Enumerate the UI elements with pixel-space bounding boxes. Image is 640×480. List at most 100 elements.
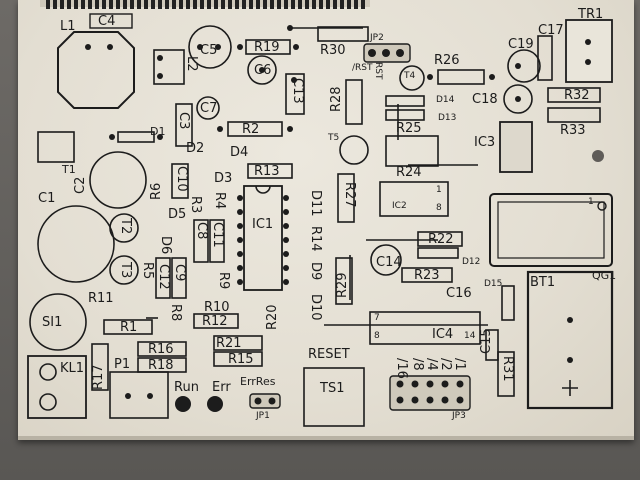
c2-label: C2 [73, 176, 88, 194]
reset-label: RESET [308, 347, 350, 362]
r24-label: R24 [396, 165, 422, 180]
r14-label: R14 [308, 226, 323, 252]
errres-label: ErrRes [240, 375, 276, 388]
header-pin [270, 0, 274, 9]
c10-label: C10 [174, 166, 189, 192]
r5-label: R5 [140, 262, 155, 280]
mounting-hole [592, 150, 604, 162]
pcb-board: C4 L1 C5 R19 R30 JP2 C17 TR1 L2 C6 C13 /… [18, 0, 634, 440]
header-pin [95, 0, 99, 9]
ic1-pad [237, 265, 243, 271]
c11-label: C11 [210, 222, 225, 248]
header-pin [305, 0, 309, 9]
r31-label: R31 [500, 356, 515, 382]
c5-label: C5 [200, 43, 218, 58]
r19-label: R19 [254, 40, 280, 55]
jp3-pad [396, 380, 404, 388]
tr1-label: TR1 [578, 7, 604, 22]
d13-label: D13 [438, 113, 457, 123]
ic1-pad [283, 237, 289, 243]
jp3-pad [456, 396, 464, 404]
r11-label: R11 [88, 291, 114, 306]
ic2-pin8-label: 8 [436, 203, 442, 213]
r8-label: R8 [168, 304, 183, 322]
header-pin [277, 0, 281, 9]
r3-label: R3 [188, 196, 203, 214]
ic1-pad [237, 237, 243, 243]
ic1-pad [283, 251, 289, 257]
ts1-label: TS1 [320, 381, 345, 396]
header-pin [354, 0, 358, 9]
r1-label: R1 [120, 320, 138, 335]
rst-bar-label: /RST [352, 63, 373, 73]
ic1-pad [283, 265, 289, 271]
header-pin [242, 0, 246, 9]
c13-label: C13 [290, 78, 305, 104]
ic1-pad [237, 279, 243, 285]
header-pin [200, 0, 204, 9]
d9-label: D9 [308, 262, 323, 281]
jp2-label: JP2 [370, 33, 384, 43]
header-pin [214, 0, 218, 9]
t3-label: T3 [118, 262, 133, 279]
d6-label: D6 [158, 236, 173, 255]
header-pin [249, 0, 253, 9]
header-pin [116, 0, 120, 9]
r12-label: R12 [202, 314, 228, 329]
r21-label: R21 [216, 336, 242, 351]
r22-label: R22 [428, 232, 454, 247]
d11-label: D11 [308, 190, 323, 217]
header-pin [123, 0, 127, 9]
ic1-pad [237, 209, 243, 215]
jp3-4-label: /4 [424, 358, 439, 371]
p1-label: P1 [114, 357, 131, 372]
d3-label: D3 [214, 171, 233, 186]
r9-label: R9 [216, 272, 231, 290]
jp3-pad [426, 380, 434, 388]
r16-label: R16 [148, 342, 174, 357]
top-header-pins [40, 0, 370, 9]
l1-inductor-outline [57, 31, 135, 109]
ic1-label: IC1 [252, 217, 274, 232]
d4-label: D4 [230, 145, 249, 160]
header-pin [235, 0, 239, 9]
jp3-2-label: /2 [438, 358, 453, 371]
header-pin [109, 0, 113, 9]
r32-label: R32 [564, 88, 590, 103]
d1-label: D1 [150, 125, 166, 138]
jp3-pad [411, 396, 419, 404]
header-pin [221, 0, 225, 9]
jp3-pad [441, 380, 449, 388]
r4-label: R4 [212, 192, 227, 210]
header-pin [340, 0, 344, 9]
jp3-8-label: /8 [410, 358, 425, 371]
ic2-label: IC2 [392, 201, 407, 211]
header-pin [186, 0, 190, 9]
bt1-label: BT1 [530, 275, 556, 290]
r25-label: R25 [396, 121, 422, 136]
header-pin [74, 0, 78, 9]
header-pin [130, 0, 134, 9]
ic3-label: IC3 [474, 135, 496, 150]
l1-label: L1 [60, 19, 76, 34]
ic1-pad [237, 195, 243, 201]
header-pin [256, 0, 260, 9]
header-pin [102, 0, 106, 9]
header-pin [361, 0, 365, 9]
c3-label: C3 [176, 112, 191, 130]
ic1-pad [283, 279, 289, 285]
r28-label: R28 [329, 86, 344, 112]
header-pin [284, 0, 288, 9]
jp3-pad [411, 380, 419, 388]
d10-label: D10 [308, 294, 323, 321]
d14-label: D14 [436, 95, 455, 105]
t4-label: T4 [404, 71, 416, 81]
c15-label: C15 [479, 328, 494, 354]
header-pin [347, 0, 351, 9]
ic1-pad [237, 223, 243, 229]
qg1-label: QG1 [592, 269, 617, 282]
r17-label: R17 [91, 364, 106, 390]
c18-label: C18 [472, 92, 498, 107]
header-pin [165, 0, 169, 9]
